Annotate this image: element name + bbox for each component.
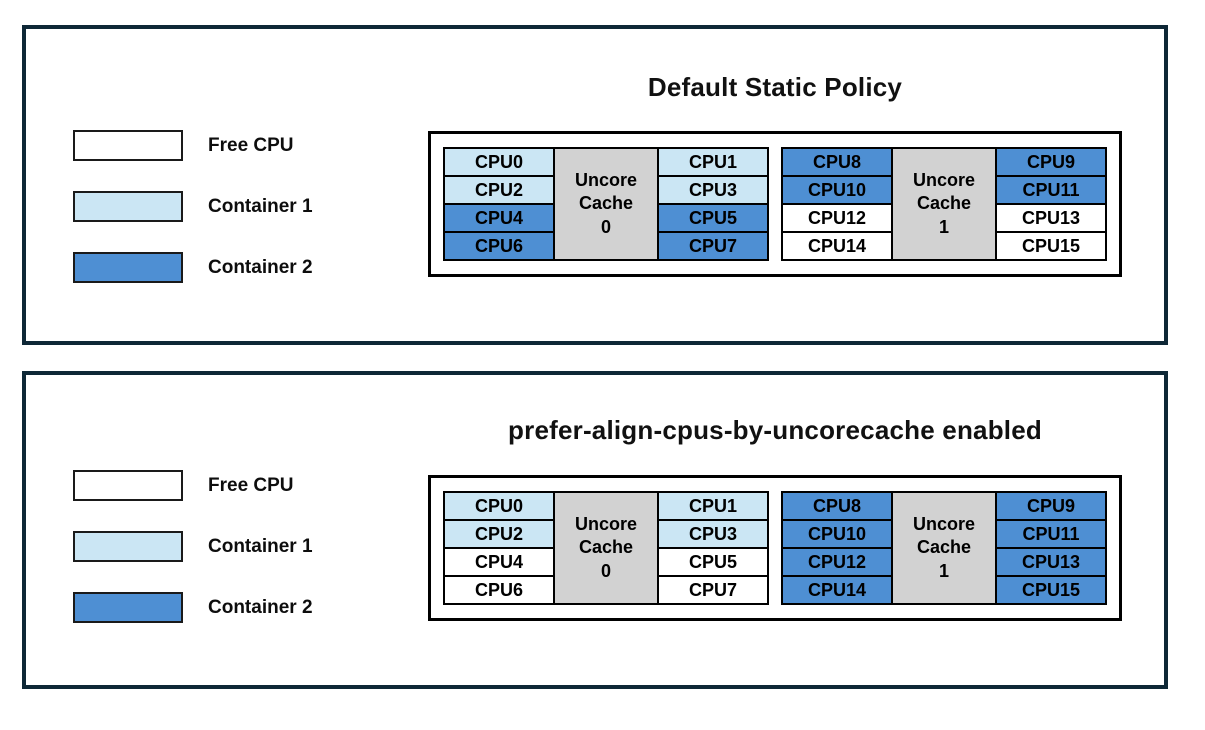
cpu-cell-cpu14: CPU14 xyxy=(781,231,893,261)
legend-label: Free CPU xyxy=(208,474,294,496)
legend-swatch-container-2 xyxy=(73,252,183,283)
cpu-cell-cpu9: CPU9 xyxy=(995,147,1107,177)
uncore-cache-label-line: Uncore xyxy=(574,513,637,534)
cpu-cell-cpu3: CPU3 xyxy=(657,175,769,205)
cpu-cell-cpu12: CPU12 xyxy=(781,203,893,233)
cpu-cell-cpu0: CPU0 xyxy=(443,147,555,177)
uncore-cache-label-line: Cache xyxy=(916,537,972,558)
cpu-cell-cpu2: CPU2 xyxy=(443,519,555,549)
cpu-cell-cpu10: CPU10 xyxy=(781,519,893,549)
cpu-cell-cpu1: CPU1 xyxy=(657,491,769,521)
legend-item-container-2: Container 2 xyxy=(73,592,313,623)
uncore-cache-label-line: Cache xyxy=(578,537,634,558)
legend-label: Container 2 xyxy=(208,256,313,278)
uncore-cache-label-line: 1 xyxy=(938,560,949,581)
cpu-cell-cpu0: CPU0 xyxy=(443,491,555,521)
uncore-cache-label-line: Uncore xyxy=(574,169,637,190)
uncore-cache-label-line: Uncore xyxy=(912,513,975,534)
legend-item-container-1: Container 1 xyxy=(73,531,313,562)
panel-prefer-align-cpus-by-uncorecache: prefer-align-cpus-by-uncorecache enabled… xyxy=(22,371,1168,689)
cpu-cell-cpu12: CPU12 xyxy=(781,547,893,577)
cpu-cell-cpu8: CPU8 xyxy=(781,491,893,521)
cpu-cell-cpu4: CPU4 xyxy=(443,203,555,233)
cpu-cell-cpu15: CPU15 xyxy=(995,575,1107,605)
legend-item-container-1: Container 1 xyxy=(73,191,313,222)
cpu-cell-cpu5: CPU5 xyxy=(657,547,769,577)
legend-label: Container 1 xyxy=(208,195,313,217)
legend-label: Container 1 xyxy=(208,535,313,557)
legend-label: Free CPU xyxy=(208,134,294,156)
legend-item-container-2: Container 2 xyxy=(73,252,313,283)
cpu-cell-cpu6: CPU6 xyxy=(443,231,555,261)
uncore-cache-label-line: Cache xyxy=(578,193,634,214)
cpu-cell-cpu15: CPU15 xyxy=(995,231,1107,261)
cpu-cell-cpu14: CPU14 xyxy=(781,575,893,605)
legend-swatch-free-cpu xyxy=(73,470,183,501)
cpu-cell-cpu9: CPU9 xyxy=(995,491,1107,521)
cpu-cell-cpu6: CPU6 xyxy=(443,575,555,605)
uncore-cache-label-line: 0 xyxy=(600,216,611,237)
cpu-cell-cpu1: CPU1 xyxy=(657,147,769,177)
panel-title: Default Static Policy xyxy=(647,72,903,102)
legend-swatch-container-1 xyxy=(73,191,183,222)
cpu-cell-cpu3: CPU3 xyxy=(657,519,769,549)
uncore-cache-label-line: 1 xyxy=(938,216,949,237)
cpu-cell-cpu7: CPU7 xyxy=(657,575,769,605)
cpu-cell-cpu8: CPU8 xyxy=(781,147,893,177)
legend-swatch-free-cpu xyxy=(73,130,183,161)
cpu-cell-cpu4: CPU4 xyxy=(443,547,555,577)
legend-swatch-container-1 xyxy=(73,531,183,562)
legend-swatch-container-2 xyxy=(73,592,183,623)
legend: Free CPU Container 1 Container 2 xyxy=(73,130,313,283)
panel-default-static-policy: Default Static Policy Free CPU Container … xyxy=(22,25,1168,345)
cpu-cell-cpu11: CPU11 xyxy=(995,175,1107,205)
cpu-cell-cpu11: CPU11 xyxy=(995,519,1107,549)
legend-item-free-cpu: Free CPU xyxy=(73,470,313,501)
uncore-cache-label-line: Uncore xyxy=(912,169,975,190)
legend-item-free-cpu: Free CPU xyxy=(73,130,313,161)
uncore-cache-label-line: 0 xyxy=(600,560,611,581)
cpu-cell-cpu10: CPU10 xyxy=(781,175,893,205)
uncore-cache-label-line: Cache xyxy=(916,193,972,214)
panel-title: prefer-align-cpus-by-uncorecache enabled xyxy=(508,415,1042,445)
cpu-cell-cpu5: CPU5 xyxy=(657,203,769,233)
legend: Free CPU Container 1 Container 2 xyxy=(73,470,313,623)
cpu-cell-cpu7: CPU7 xyxy=(657,231,769,261)
cpu-cell-cpu13: CPU13 xyxy=(995,547,1107,577)
cpu-cell-cpu2: CPU2 xyxy=(443,175,555,205)
legend-label: Container 2 xyxy=(208,596,313,618)
cpu-cell-cpu13: CPU13 xyxy=(995,203,1107,233)
